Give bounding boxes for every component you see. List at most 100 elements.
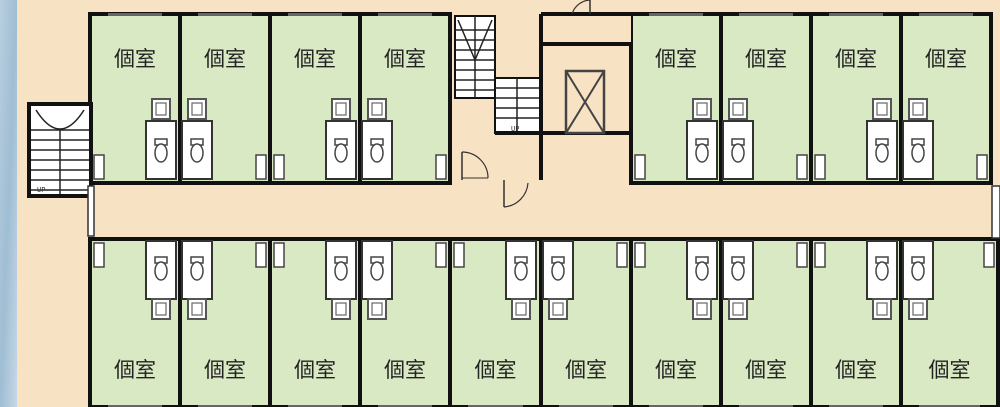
toilet-unit [686, 120, 718, 180]
window [378, 405, 432, 407]
room-door [634, 242, 646, 268]
room-door [435, 154, 447, 180]
room-label: 個室 [925, 47, 967, 71]
window [559, 405, 613, 407]
room-label: 個室 [294, 47, 336, 71]
room-label: 個室 [565, 358, 607, 382]
room: 個室 [899, 12, 993, 185]
room-label: 個室 [204, 47, 246, 71]
room-door [453, 242, 465, 268]
toilet-unit [325, 120, 357, 180]
room-label: 個室 [745, 358, 787, 382]
core-door-right [503, 180, 529, 208]
room: 個室 [629, 12, 723, 185]
room-door [273, 242, 285, 268]
room-door [634, 154, 646, 180]
room-label: 個室 [929, 358, 971, 382]
room-label: 個室 [384, 358, 426, 382]
room: 個室 [88, 237, 182, 407]
toilet-unit [866, 120, 898, 180]
room-door [93, 242, 105, 268]
room: 個室 [899, 237, 1000, 407]
room: 個室 [809, 12, 903, 185]
toilet-unit [181, 120, 213, 180]
room-door [796, 242, 808, 268]
room: 個室 [178, 237, 272, 407]
room-label: 個室 [835, 47, 877, 71]
room-label: 個室 [114, 358, 156, 382]
exterior-edge [0, 0, 17, 407]
toilet-unit [866, 240, 898, 300]
toilet-unit [325, 240, 357, 300]
core-door-left [461, 151, 489, 180]
room-label: 個室 [475, 358, 517, 382]
room: 個室 [719, 237, 813, 407]
room: 個室 [809, 237, 903, 407]
room-label: 個室 [655, 47, 697, 71]
room-door [255, 154, 267, 180]
window [649, 13, 703, 16]
toilet-unit [361, 240, 393, 300]
room: 個室 [268, 12, 362, 185]
window [108, 13, 162, 16]
window [468, 405, 523, 407]
room-door [255, 242, 267, 268]
room: 個室 [268, 237, 362, 407]
elevator [564, 69, 606, 135]
window [739, 13, 793, 16]
room-door [273, 154, 285, 180]
stair-up-label: UP [37, 186, 45, 194]
room: 個室 [629, 237, 723, 407]
toilet-unit [145, 240, 177, 300]
room-door [616, 242, 628, 268]
window [288, 13, 342, 16]
window [919, 405, 980, 407]
left-end-door [87, 185, 95, 237]
toilet-unit [722, 120, 754, 180]
room-door [814, 154, 826, 180]
window [739, 405, 793, 407]
toilet-unit [902, 120, 934, 180]
room-label: 個室 [294, 358, 336, 382]
room-door [983, 242, 995, 268]
room: 個室 [448, 237, 543, 407]
room-label: 個室 [745, 47, 787, 71]
room: 個室 [358, 12, 452, 185]
window [288, 405, 342, 407]
toilet-unit [145, 120, 177, 180]
room: 個室 [539, 237, 633, 407]
toilet-unit [902, 240, 934, 300]
room-door [976, 154, 988, 180]
window [829, 405, 883, 407]
window [198, 13, 252, 16]
rooms-top-row: 個室 個室 個室 個室 個室 個室 個室 個室 [88, 12, 993, 185]
toilet-unit [181, 240, 213, 300]
window [378, 13, 432, 16]
window [919, 13, 973, 16]
room-door [435, 242, 447, 268]
room-label: 個室 [114, 47, 156, 71]
room-label: 個室 [204, 358, 246, 382]
toilet-unit [722, 240, 754, 300]
window [108, 405, 162, 407]
toilet-unit [542, 240, 574, 300]
window [829, 13, 883, 16]
corridor [90, 183, 998, 239]
room: 個室 [358, 237, 452, 407]
room: 個室 [719, 12, 813, 185]
right-end-door [991, 185, 1000, 239]
toilet-unit [361, 120, 393, 180]
room-door [814, 242, 826, 268]
left-stair: UP [27, 102, 93, 198]
room: 個室 [178, 12, 272, 185]
room: 個室 [88, 12, 182, 185]
stair-up-label: UP [511, 125, 519, 133]
room-label: 個室 [384, 47, 426, 71]
room-door [93, 154, 105, 180]
window [198, 405, 252, 407]
toilet-unit [686, 240, 718, 300]
window [649, 405, 703, 407]
room-label: 個室 [835, 358, 877, 382]
rooms-bottom-row: 個室個室個室個室個室個室個室個室個室個室 [88, 237, 1000, 407]
